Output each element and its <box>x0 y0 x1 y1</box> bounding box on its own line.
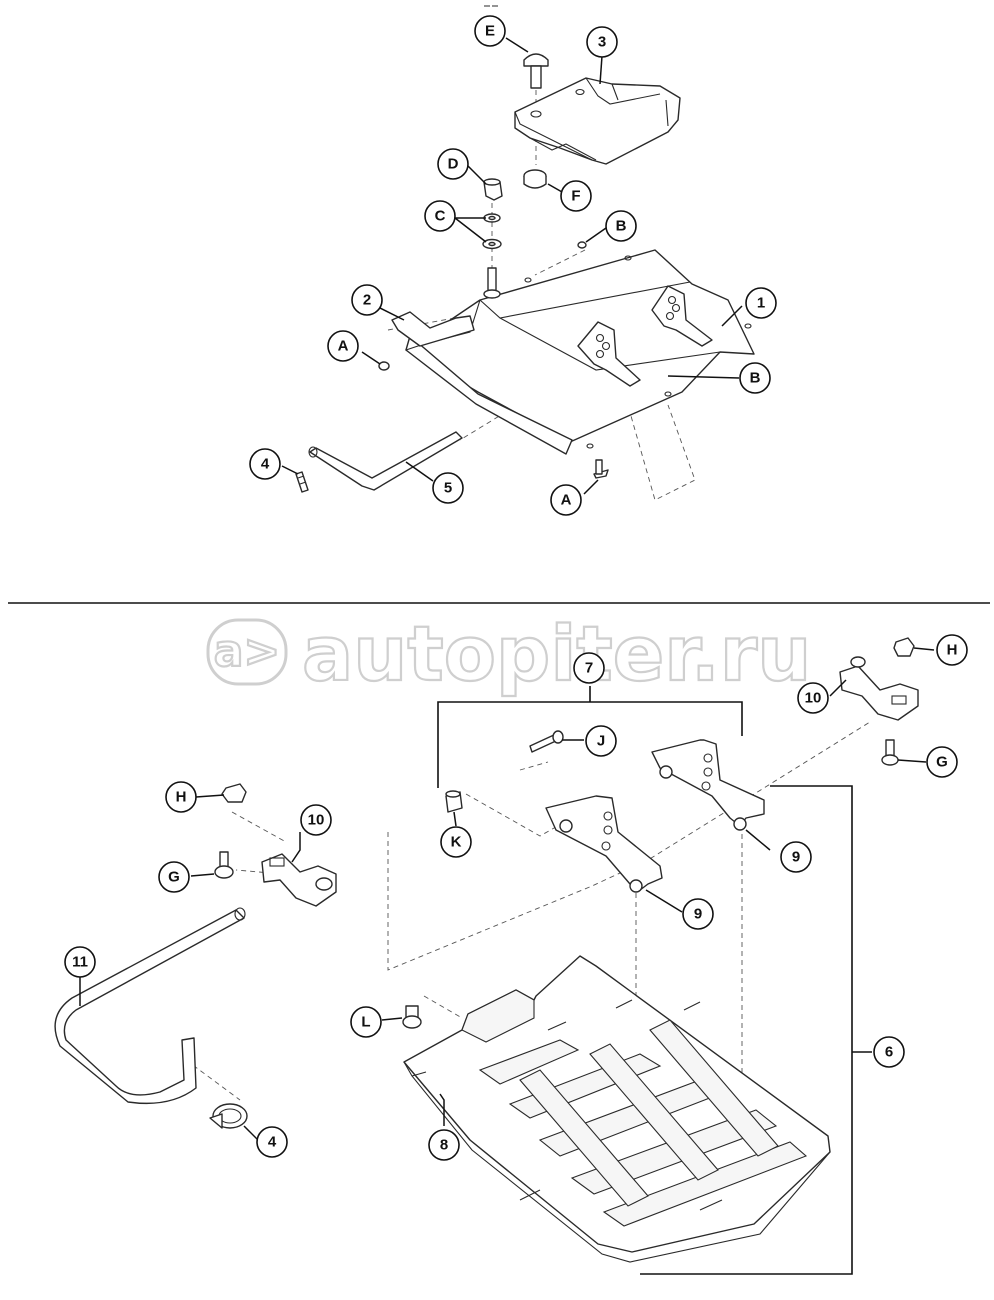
bottom-assembly <box>54 637 919 1275</box>
svg-text:4: 4 <box>268 1134 277 1151</box>
svg-text:A: A <box>561 492 572 509</box>
top-assembly <box>295 5 755 501</box>
callout-6: 6 <box>873 1036 905 1068</box>
callout-10-right: 10 <box>797 682 829 714</box>
callout-H-right: H <box>936 634 968 666</box>
callout-A-left: A <box>327 330 359 362</box>
callout-10-left: 10 <box>300 804 332 836</box>
svg-text:A: A <box>338 338 349 355</box>
hardware-B-nut-top <box>577 241 587 249</box>
part-9-rear-hitch <box>651 739 765 831</box>
callout-4-bottom: 4 <box>256 1126 288 1158</box>
callout-K: K <box>440 826 472 858</box>
svg-text:9: 9 <box>694 906 702 923</box>
svg-text:K: K <box>451 834 462 851</box>
callout-5: 5 <box>432 472 464 504</box>
callout-G-right: G <box>926 746 958 778</box>
svg-text:8: 8 <box>440 1137 448 1154</box>
bracket-7 <box>437 686 743 788</box>
callout-G-left: G <box>158 861 190 893</box>
svg-text:H: H <box>176 789 187 806</box>
callout-9-rear: 9 <box>780 841 812 873</box>
svg-text:9: 9 <box>792 849 800 866</box>
svg-text:6: 6 <box>885 1044 893 1061</box>
hardware-K-nut <box>445 790 463 813</box>
part-4-clip-bottom <box>209 1103 248 1129</box>
hardware-E-bolt <box>523 53 549 89</box>
hardware-H-nut-left <box>221 783 247 803</box>
svg-text:5: 5 <box>444 480 452 497</box>
hardware-F-nut <box>523 169 547 189</box>
callout-1: 1 <box>745 287 777 319</box>
bottom-leaders <box>79 647 935 1141</box>
watermark-logo <box>206 618 288 686</box>
callout-L: L <box>350 1006 382 1038</box>
svg-text:J: J <box>597 733 605 750</box>
callout-8: 8 <box>428 1129 460 1161</box>
svg-text:E: E <box>485 23 495 40</box>
callout-4-top: 4 <box>249 448 281 480</box>
callout-J: J <box>585 725 617 757</box>
callout-A-bottom: A <box>550 484 582 516</box>
part-10-left-clamp <box>261 853 337 907</box>
callout-11: 11 <box>64 946 96 978</box>
svg-text:G: G <box>168 869 180 886</box>
callout-3: 3 <box>586 26 618 58</box>
part-3-bracket <box>514 77 681 165</box>
callout-B-top: B <box>605 210 637 242</box>
callout-7: 7 <box>573 652 605 684</box>
part-1-main-plate <box>405 249 755 455</box>
callout-C: C <box>424 200 456 232</box>
part-4-pin-top <box>295 471 309 493</box>
part-5-rod <box>308 431 463 491</box>
svg-text:L: L <box>361 1014 370 1031</box>
part-8-skid-plate <box>403 955 831 1263</box>
hardware-L-bolt <box>402 1005 422 1029</box>
callout-2: 2 <box>351 284 383 316</box>
part-2-skirt <box>391 311 475 347</box>
callout-H-left: H <box>165 781 197 813</box>
svg-text:B: B <box>616 218 627 235</box>
svg-text:4: 4 <box>261 456 270 473</box>
svg-text:11: 11 <box>72 954 88 971</box>
callout-D: D <box>437 148 469 180</box>
svg-text:3: 3 <box>598 34 606 51</box>
hardware-J-bolt <box>529 730 564 753</box>
svg-text:D: D <box>448 156 459 173</box>
callout-B-right: B <box>739 362 771 394</box>
svg-text:10: 10 <box>805 690 822 707</box>
watermark-logo-glyph: a> <box>214 626 281 677</box>
hardware-G-bolt-right <box>881 739 899 766</box>
part-9-front-hitch <box>545 795 663 893</box>
svg-text:B: B <box>750 370 761 387</box>
callout-9-front: 9 <box>682 898 714 930</box>
part-10-right-clamp <box>839 656 919 721</box>
svg-text:G: G <box>936 754 948 771</box>
svg-text:H: H <box>947 642 958 659</box>
callout-E: E <box>474 15 506 47</box>
svg-text:7: 7 <box>585 660 593 677</box>
hardware-A-bolt-left <box>378 361 390 371</box>
svg-text:C: C <box>435 208 446 225</box>
callout-F: F <box>560 180 592 212</box>
svg-text:10: 10 <box>308 812 325 829</box>
svg-text:1: 1 <box>757 295 765 312</box>
top-leaders <box>281 37 743 495</box>
part-11-rod <box>54 907 246 1105</box>
watermark: a> autopiter.ru <box>206 608 812 699</box>
hardware-A-bolt-bottom <box>593 459 609 479</box>
bracket-6 <box>640 785 872 1275</box>
hardware-G-bolt-left <box>214 851 234 879</box>
watermark-text: autopiter.ru <box>302 609 811 698</box>
part-1-hitch-plates <box>577 285 713 387</box>
hardware-D-nut <box>483 178 503 201</box>
callouts: E 3 D C F B 1 2 A B 4 5 A 7 H 10 J G H 1… <box>64 15 968 1161</box>
hardware-H-nut-right <box>893 637 915 657</box>
svg-text:F: F <box>571 188 580 205</box>
svg-text:2: 2 <box>363 292 371 309</box>
